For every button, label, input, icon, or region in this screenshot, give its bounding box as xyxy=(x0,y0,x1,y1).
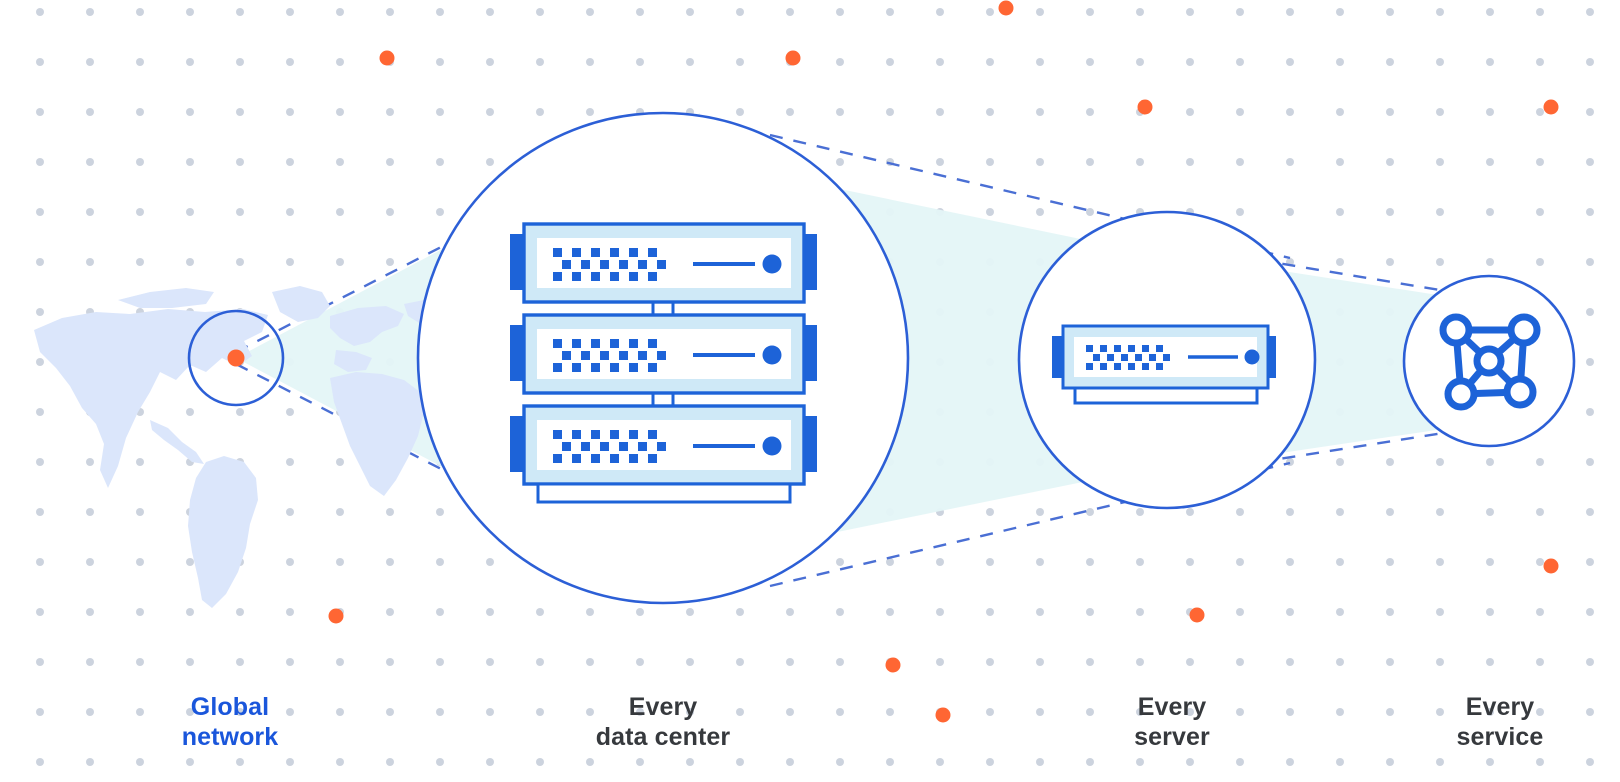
orange-accent-dot xyxy=(935,707,951,723)
server-unit-icon xyxy=(1052,324,1276,405)
server-rack-unit xyxy=(510,404,817,486)
label-every-service: Every service xyxy=(1456,693,1544,751)
server-rack-base xyxy=(536,482,792,504)
orange-accent-dot xyxy=(1543,558,1559,574)
location-dot-marker xyxy=(227,349,245,367)
server-rack-unit xyxy=(510,222,817,304)
server-rack-unit xyxy=(510,313,817,395)
orange-accent-dot xyxy=(1189,607,1205,623)
orange-accent-dot xyxy=(998,0,1014,16)
map-focus-circle xyxy=(187,309,285,407)
orange-accent-dot xyxy=(785,50,801,66)
label-global-network: Global network xyxy=(181,693,279,751)
server-rack-icon xyxy=(510,222,817,504)
funnel-line-bottom xyxy=(769,461,1291,588)
orange-accent-dot xyxy=(328,608,344,624)
network-mesh-nodes xyxy=(1439,313,1541,411)
server-unit-base xyxy=(1073,386,1259,405)
orange-accent-dot xyxy=(885,657,901,673)
orange-accent-dot xyxy=(1137,99,1153,115)
orange-accent-dots xyxy=(328,0,1559,723)
label-every-data-center: Every data center xyxy=(595,693,731,751)
orange-accent-dot xyxy=(1543,99,1559,115)
funnel-line-top xyxy=(769,133,1291,260)
label-every-server: Every server xyxy=(1134,693,1210,751)
orange-accent-dot xyxy=(379,50,395,66)
